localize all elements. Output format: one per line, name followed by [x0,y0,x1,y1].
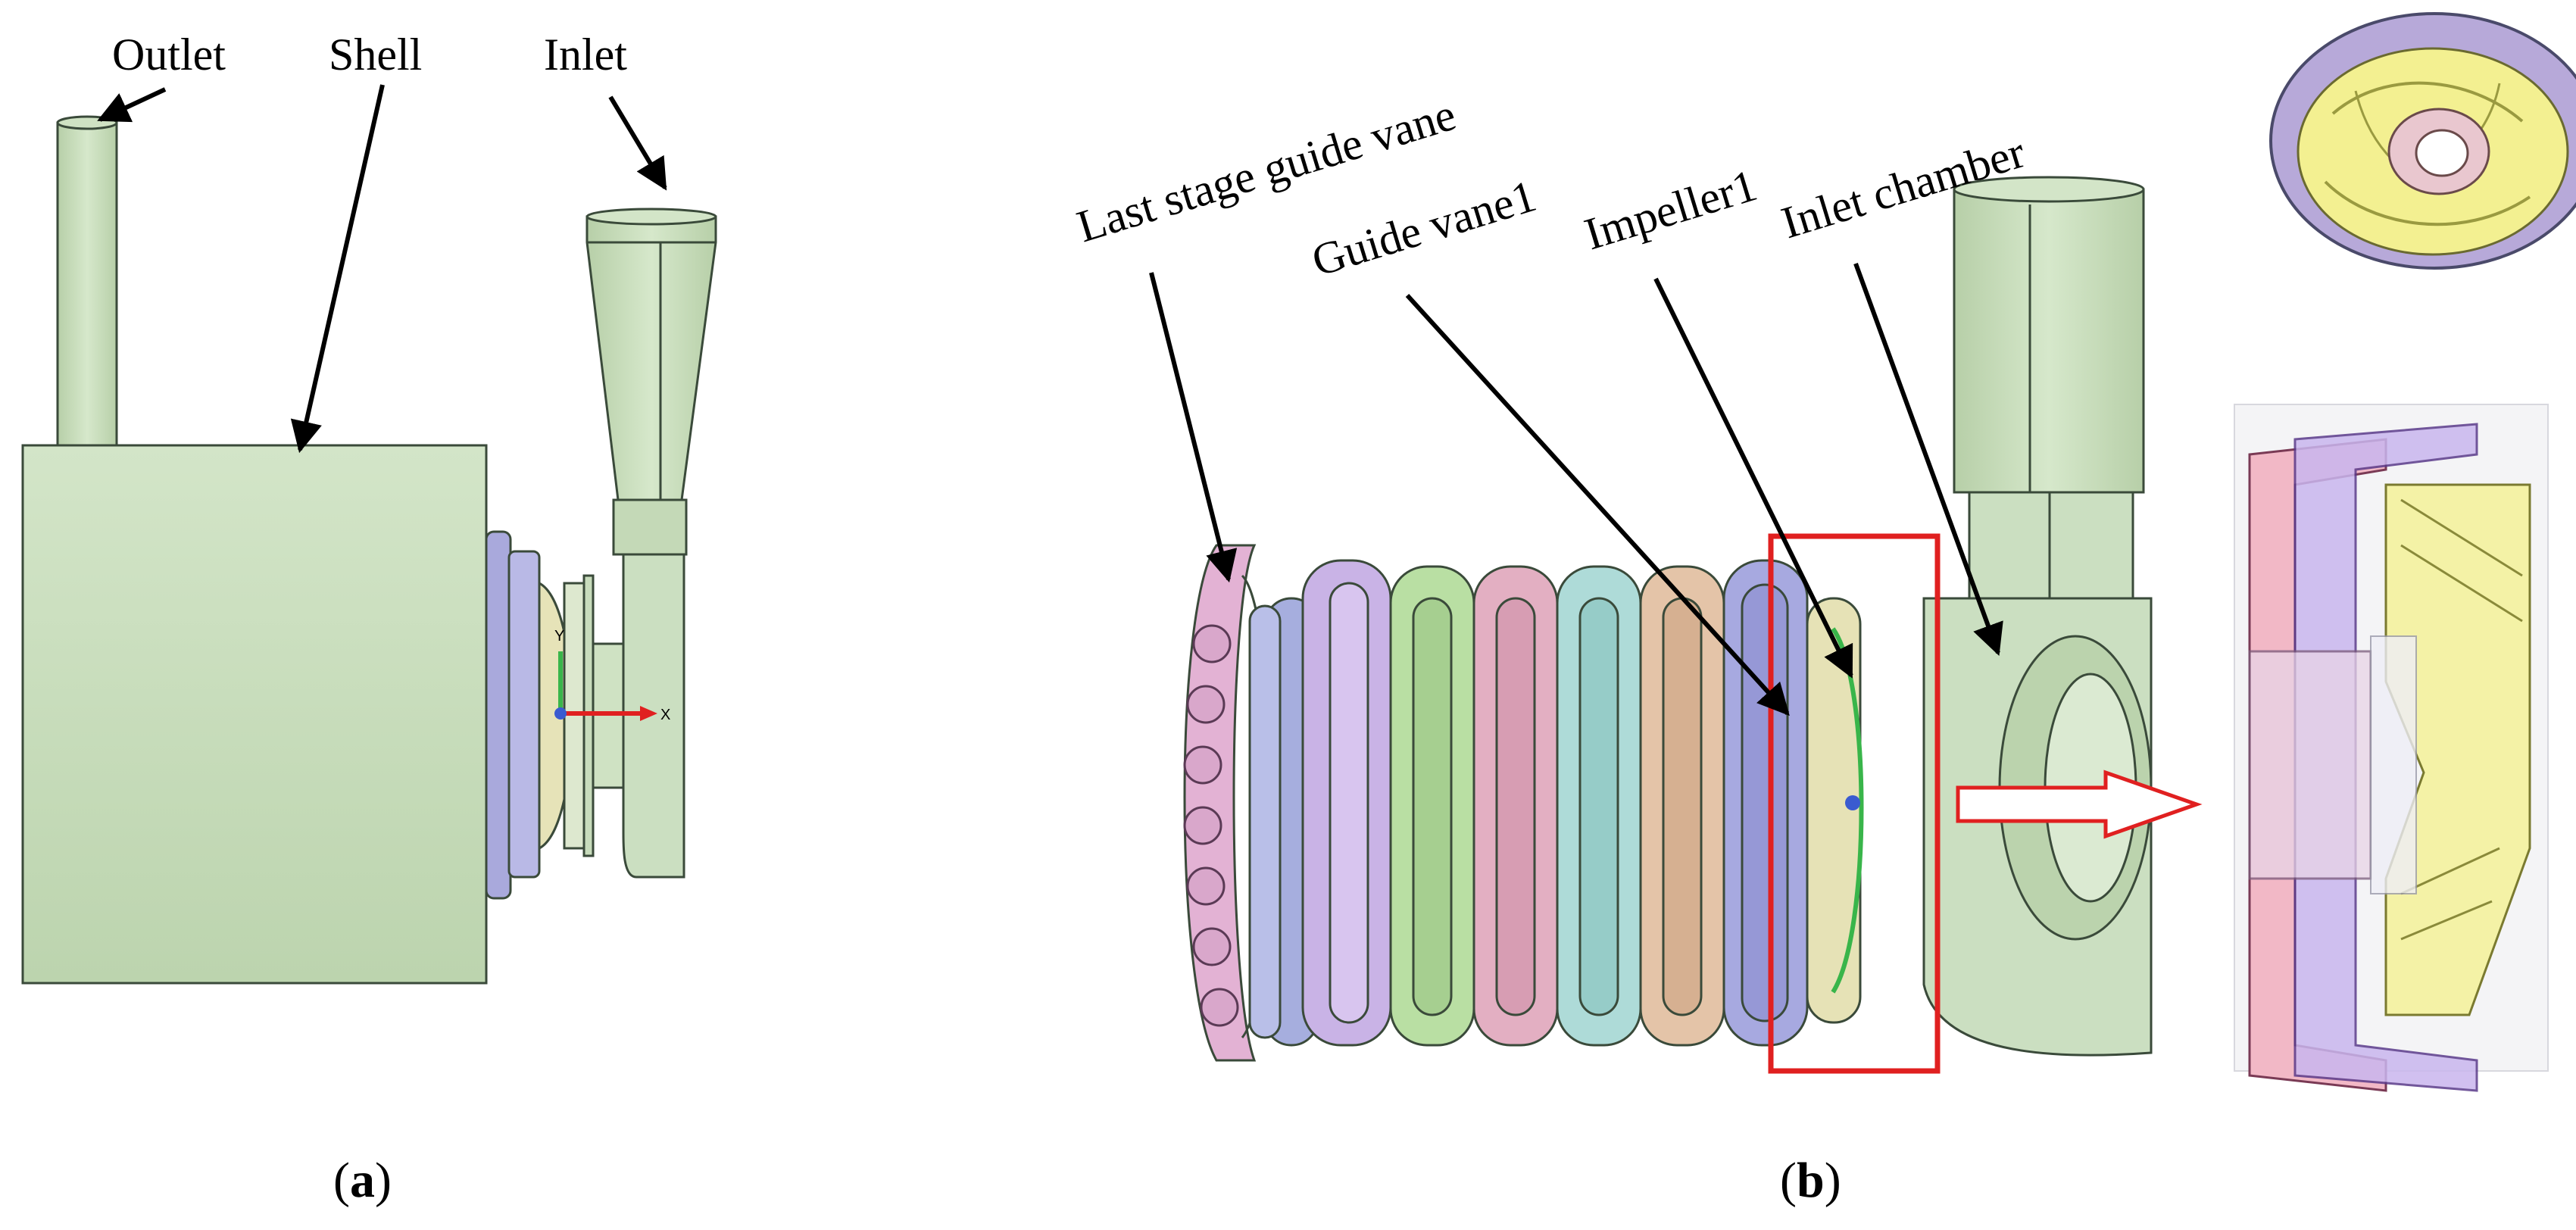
label-outlet: Outlet [112,30,226,80]
stage-5 [1556,565,1642,1047]
arrow-inlet [608,95,667,191]
panel-b: Last stage guide vane Guide vane1 Impell… [1072,12,2576,1208]
impeller1 [1806,597,1864,1024]
inlet-cone-top [585,208,717,226]
impeller-face-view [2269,12,2576,270]
guide-vane-ring [507,550,541,879]
stage-6 [1639,565,1725,1047]
label-impeller1: Impeller1 [1579,160,1763,259]
caption-a: (a) [333,1153,392,1208]
section-view [2234,404,2549,1092]
shell-body [21,444,488,985]
axis-y-label: Y [554,628,564,645]
inlet-cone [585,215,717,501]
arrow-last-stage-guide-vane [1149,272,1238,583]
arrow-shell [290,84,385,454]
caption-b: (b) [1780,1153,1841,1208]
panel-a: Y X Outlet Shell Inlet (a) [21,30,717,1208]
arrow-guide-vane1 [1405,293,1790,716]
stage-2 [1301,559,1392,1047]
label-inlet: Inlet [544,30,627,80]
arrow-impeller1 [1653,277,1853,679]
last-stage-guide-vane [1183,544,1272,1062]
inlet-chamber-collar [612,498,688,556]
stage-4 [1472,565,1559,1047]
section-arrow [1956,770,2203,839]
first-stage-highlight [1768,533,1941,1074]
guide-vane1 [1722,559,1809,1047]
stage-3 [1389,565,1475,1047]
axis-x-label: X [660,707,670,723]
label-shell: Shell [329,30,422,80]
label-guide-vane1: Guide vane1 [1307,170,1542,286]
inlet-chamber-3d [1922,176,2153,1057]
arrow-outlet [97,87,167,123]
outlet-pipe [56,121,118,448]
arrow-inlet-chamber [1853,262,2003,656]
guide-vane-flange [485,530,512,900]
